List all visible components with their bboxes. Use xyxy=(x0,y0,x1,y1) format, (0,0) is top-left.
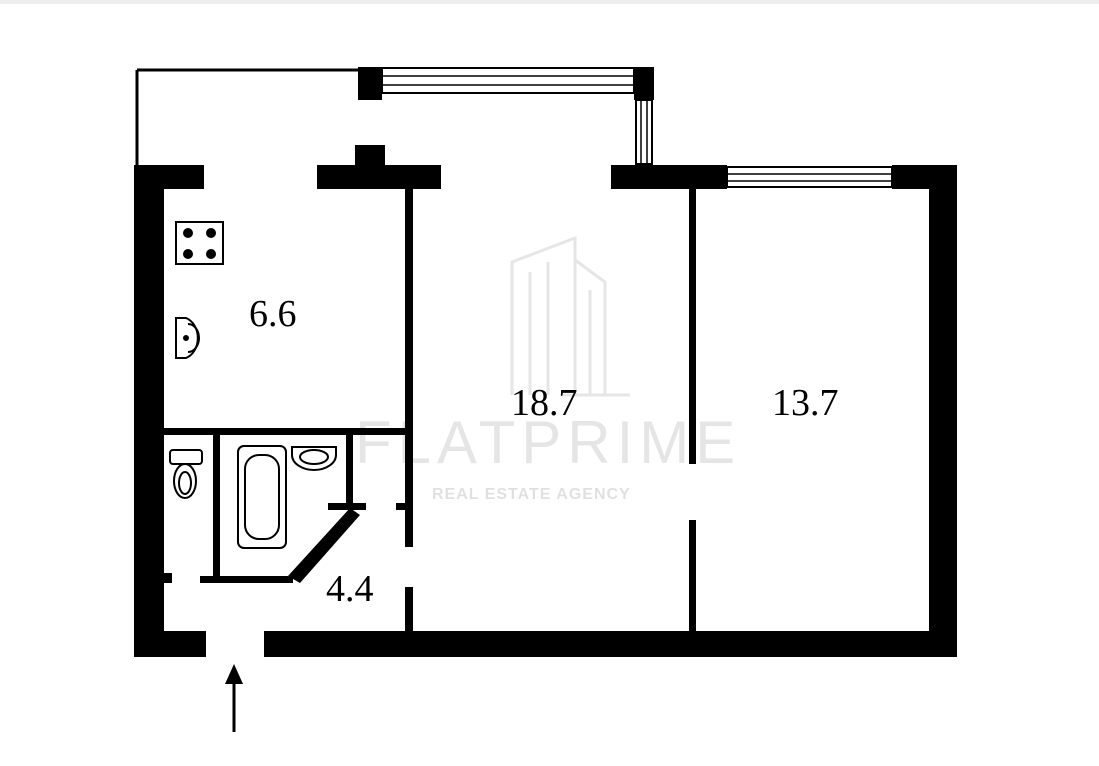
watermark-building-icon xyxy=(510,235,630,397)
outer-walls xyxy=(134,145,957,657)
sink-icon xyxy=(175,317,200,359)
window-icon xyxy=(635,99,653,165)
wall-segment xyxy=(634,67,654,100)
washbasin-icon xyxy=(291,446,337,471)
top-strip xyxy=(0,0,1099,4)
kitchen-area-label: 6.6 xyxy=(249,293,297,335)
bathtub-icon xyxy=(237,445,287,549)
watermark-tagline: REAL ESTATE AGENCY xyxy=(432,486,631,503)
watermark-brand: FLATPRIME xyxy=(355,409,742,476)
bedroom-area-label: 13.7 xyxy=(772,382,839,424)
toilet-icon xyxy=(169,449,203,499)
living-room-area-label: 18.7 xyxy=(511,382,578,424)
wall-segment xyxy=(358,67,382,100)
window-icon xyxy=(381,67,635,94)
arrow-up-icon xyxy=(225,664,243,732)
balcony-outline xyxy=(135,68,358,165)
hall-area-label: 4.4 xyxy=(326,568,374,610)
stove-icon xyxy=(175,221,224,265)
inner-walls xyxy=(164,189,696,632)
window-icon xyxy=(726,166,893,188)
